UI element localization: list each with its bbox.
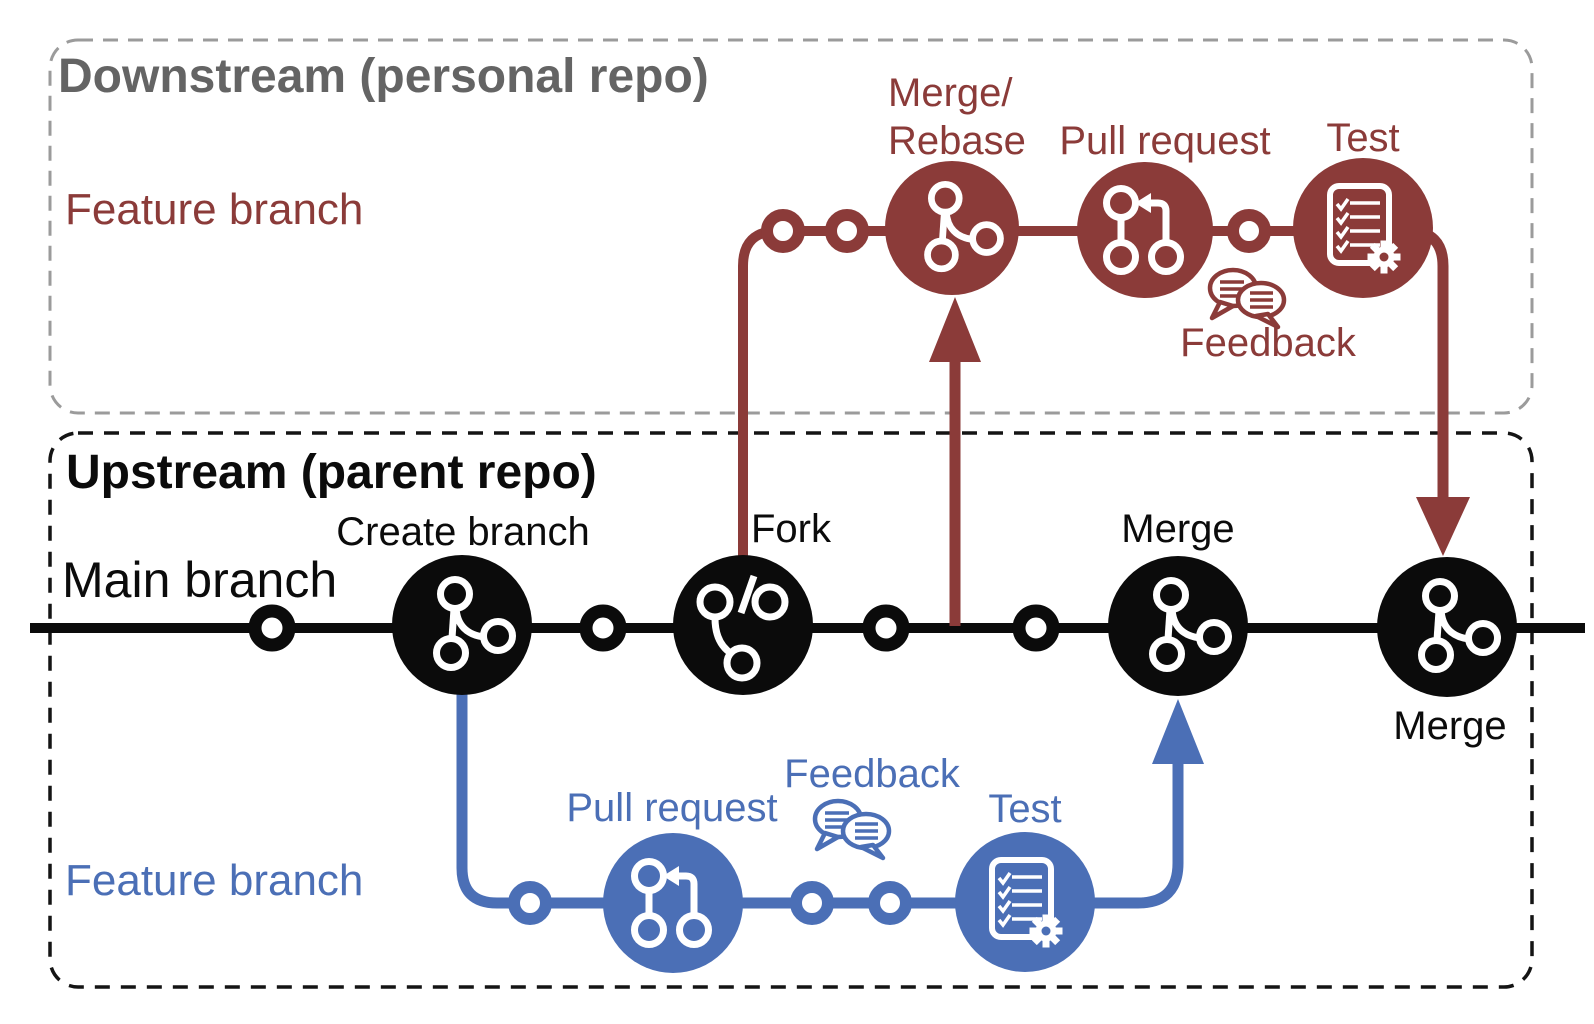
- main-branch-commit-dots: [248, 604, 1060, 652]
- node-merge: [1108, 556, 1248, 696]
- feedback-label-downstream: Feedback: [1180, 321, 1357, 365]
- upstream-feature-branch-line: [456, 625, 1025, 909]
- feedback-label-upstream: Feedback: [784, 752, 961, 796]
- merge-final-label: Merge: [1393, 704, 1506, 748]
- commit-dot: [868, 881, 912, 925]
- node-fork: [673, 555, 813, 695]
- test-label-downstream: Test: [1326, 116, 1399, 160]
- upstream-box: [48, 431, 1534, 989]
- upstream-feature-branch-label: Feature branch: [65, 856, 363, 905]
- merge-rebase-label-line2: Rebase: [888, 119, 1026, 163]
- downstream-feature-branch-label: Feature branch: [65, 185, 363, 234]
- upstream-feature-commit-dots: [508, 881, 912, 925]
- commit-dot: [579, 604, 627, 652]
- create-branch-label: Create branch: [336, 510, 589, 554]
- node-test-downstream: [1293, 158, 1433, 298]
- pull-request-label-downstream: Pull request: [1059, 119, 1270, 163]
- speech-bubbles-icon: [1210, 270, 1284, 327]
- commit-dot: [1012, 604, 1060, 652]
- commit-dot: [862, 604, 910, 652]
- node-pull-request-upstream: [603, 833, 743, 973]
- speech-bubbles-icon: [815, 801, 889, 858]
- merge-rebase-label-line1: Merge/: [888, 71, 1013, 115]
- merge-down-arrowhead: [1416, 497, 1470, 556]
- node-create-branch: [392, 555, 532, 695]
- commit-dot: [825, 209, 869, 253]
- upstream-title: Upstream (parent repo): [66, 446, 597, 499]
- commit-dot: [508, 881, 552, 925]
- node-merge-final: [1377, 557, 1517, 697]
- fork-label: Fork: [751, 507, 832, 551]
- commit-dot: [790, 881, 834, 925]
- commit-dot: [1227, 209, 1271, 253]
- node-pull-request-downstream: [1077, 162, 1213, 298]
- downstream-title: Downstream (personal repo): [58, 50, 709, 103]
- main-branch-label: Main branch: [62, 552, 337, 608]
- commit-dot: [248, 604, 296, 652]
- merge-up-arrowhead: [1152, 699, 1204, 764]
- commit-dot: [761, 209, 805, 253]
- upstream-merge-return-line: [1025, 764, 1184, 909]
- test-label-upstream: Test: [988, 787, 1061, 831]
- downstream-box: [48, 38, 1534, 415]
- rebase-up-arrowhead: [929, 297, 981, 362]
- downstream-commit-dots: [761, 209, 1271, 253]
- merge-label: Merge: [1121, 507, 1234, 551]
- node-merge-rebase: [885, 161, 1019, 295]
- node-test-upstream: [955, 832, 1095, 972]
- pull-request-label-upstream: Pull request: [566, 786, 777, 830]
